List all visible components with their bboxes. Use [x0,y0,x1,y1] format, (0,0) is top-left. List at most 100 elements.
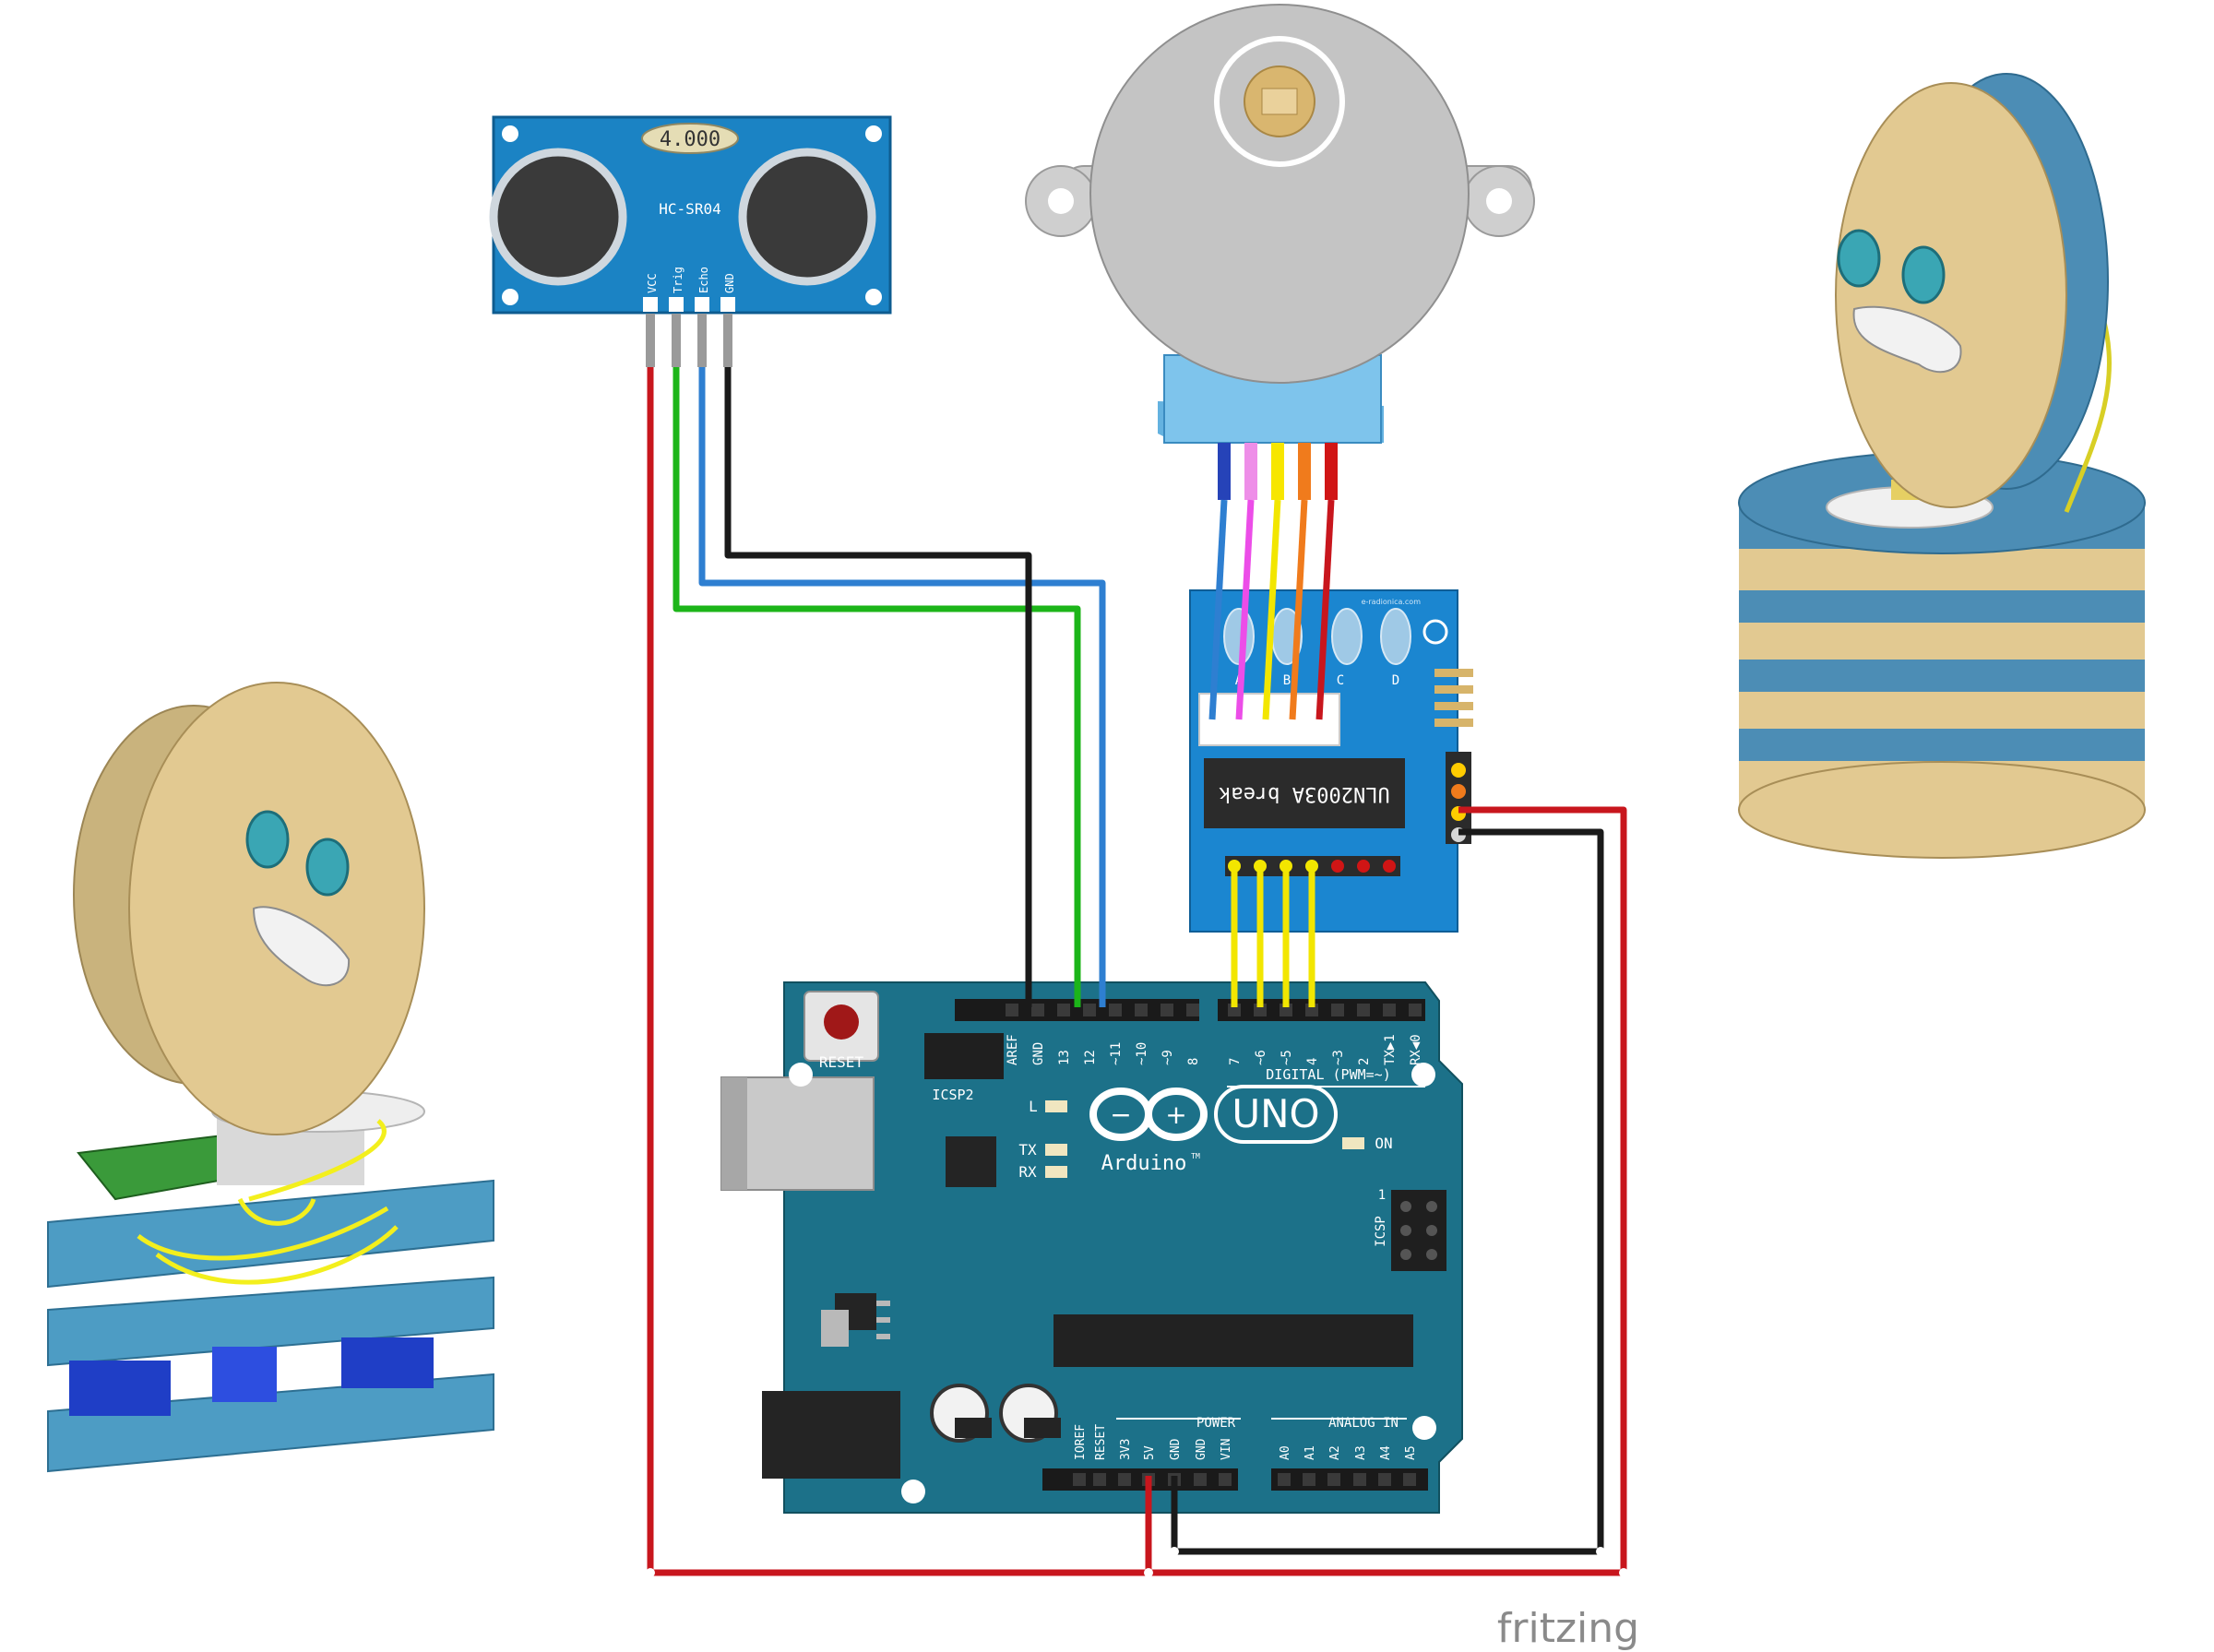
icsp-label: ICSP [1374,1216,1388,1247]
header-pin [1057,1004,1070,1016]
header-pin [1353,1473,1366,1486]
led-label-b: B [1283,673,1291,688]
right-robot-render [1738,73,2146,859]
bottom-pin-label: A0 [1279,1445,1292,1460]
driver-chip-label: ULN2003A break [1219,782,1389,805]
top-pin-label: ~9 [1161,1050,1175,1065]
bottom-pin-label: RESET [1094,1424,1108,1460]
header-pin [1403,1473,1416,1486]
sensor-pin-label: Trig [672,267,684,293]
l-led-label: L [1029,1098,1038,1115]
wire-junctions [646,1547,1628,1577]
bottom-pin-label: GND [1195,1438,1208,1460]
top-pin-label: AREF [1006,1034,1020,1065]
header-pin [1303,1473,1315,1486]
header-pin [1118,1473,1131,1486]
uno-label: UNO [1232,1091,1319,1136]
header-pin [1135,1004,1148,1016]
bottom-pin-label: A4 [1379,1445,1393,1460]
top-pin-label: 12 [1083,1050,1098,1065]
wire-motor-yellow [1262,499,1281,720]
sensor-model: HC-SR04 [659,200,720,218]
wire-motor-orange [1289,499,1308,720]
sensor-transducer-right [738,148,876,286]
bottom-pin-label: A3 [1354,1445,1368,1460]
tx-led-label: TX [1018,1141,1037,1159]
stepper-motor [1025,4,1535,500]
header-pin [1357,1004,1370,1016]
on-led-label: ON [1375,1135,1392,1152]
header-pin [1278,1473,1291,1486]
header-pin [1161,1004,1173,1016]
bottom-pin-label: IOREF [1074,1424,1088,1460]
bottom-pin-label: 5V [1143,1445,1157,1460]
driver-jumper-label: ON/OFF JUMPER [1480,759,1492,838]
bottom-pin-label: 3V3 [1119,1439,1133,1460]
header-pin [1186,1004,1199,1016]
header-pin [1327,1473,1340,1486]
analog-header [1271,1468,1428,1491]
header-pin [1083,1004,1096,1016]
header-pin [1331,1004,1344,1016]
top-pin-label: ~5 [1280,1050,1294,1065]
wire-motor-red [1315,499,1335,720]
top-pin-label: ~6 [1254,1050,1268,1065]
wire-vcc-red [647,367,1152,1576]
header-pin [1109,1004,1122,1016]
arduino-logo: − + [1089,1085,1338,1144]
power-header [1042,1468,1238,1491]
reset-button[interactable] [824,1004,859,1040]
header-pin [1073,1473,1086,1486]
header-pin [1194,1473,1207,1486]
top-pin-label: 4 [1305,1058,1320,1065]
wires [647,367,1627,1576]
sensor-pin-label: VCC [646,273,659,293]
svg-text:−: − [1110,1099,1131,1130]
top-pin-label: TX▶1 [1383,1034,1398,1065]
bottom-pin-label: A1 [1303,1445,1317,1460]
bottom-pin-label: GND [1169,1438,1183,1460]
wire-gnd-black [724,367,1032,1007]
header-pin [1409,1004,1422,1016]
led-label-c: C [1337,673,1344,688]
top-pin-label: ~10 [1135,1042,1149,1065]
wire-driver-vcc-red [1149,806,1627,1576]
header-pin [1031,1004,1044,1016]
top-pin-label: RX◀0 [1409,1034,1423,1065]
header-pin [1383,1004,1396,1016]
led-label-d: D [1392,673,1399,688]
bottom-pin-label: VIN [1220,1439,1233,1460]
top-pin-label: GND [1031,1042,1046,1065]
fritzing-watermark: fritzing [1497,1605,1639,1652]
arduino-brand: Arduino [1101,1152,1187,1175]
digital-label: DIGITAL (PWM=~) [1266,1066,1390,1083]
wire-echo-blue [698,367,1106,1007]
bottom-pin-label: A2 [1328,1445,1342,1460]
icsp2-label: ICSP2 [932,1087,973,1103]
header-pin [1093,1473,1106,1486]
bottom-pin-label: A5 [1404,1445,1418,1460]
icsp-pin1-label: 1 [1378,1188,1386,1203]
left-robot-render [47,682,494,1473]
top-pin-label: ~3 [1331,1050,1346,1065]
sensor-transducer-left [489,148,627,286]
header-pin [1378,1473,1391,1486]
header-pin [1006,1004,1018,1016]
power-jack [762,1391,900,1479]
reset-label: RESET [819,1053,864,1071]
sensor-display: 4.000 [660,128,720,151]
header-pin [1219,1473,1232,1486]
wire-trig-green [673,367,1081,1007]
trademark: TM [1191,1152,1200,1160]
top-pin-label: ~11 [1109,1042,1124,1065]
sensor-pin-label: Echo [697,267,710,293]
wire-motor-blue [1208,499,1228,720]
top-pin-label: 8 [1186,1058,1201,1065]
microcontroller-chip [1053,1314,1413,1367]
wire-motor-pink [1235,499,1255,720]
rx-led-label: RX [1018,1163,1037,1181]
